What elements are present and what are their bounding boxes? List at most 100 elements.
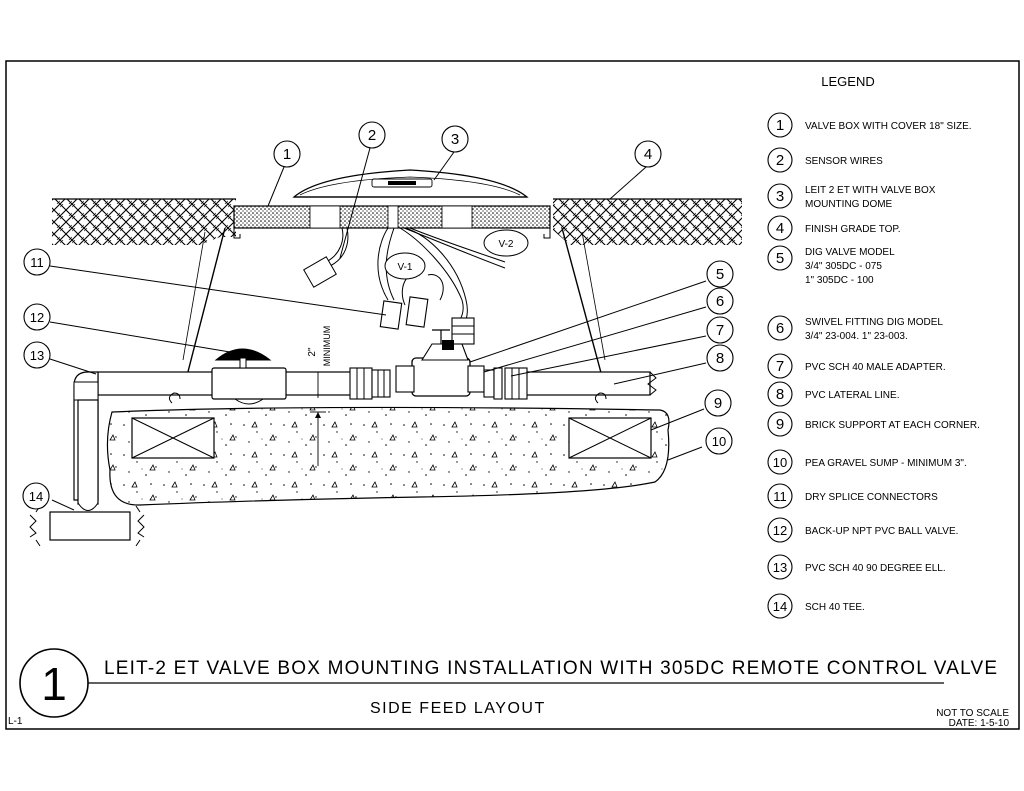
- detail-subtitle: SIDE FEED LAYOUT: [370, 700, 546, 717]
- sch40-tee: [49, 511, 131, 541]
- legend-text: LEIT 2 ET WITH VALVE BOX: [805, 185, 936, 196]
- callout-2-num: 2: [368, 127, 376, 144]
- leader-lines: [49, 147, 707, 511]
- legend-number: 7: [776, 358, 784, 375]
- legend-bubble: [767, 183, 793, 209]
- legend-text: SCH 40 TEE.: [805, 602, 865, 613]
- earth-right: [553, 199, 742, 245]
- legend-item: 2 SENSOR WIRES: [767, 147, 883, 173]
- legend-title: LEGEND: [821, 74, 874, 89]
- legend-text: DIG VALVE MODEL: [805, 247, 895, 258]
- legend-text: 1" 305DC - 100: [805, 275, 874, 286]
- v2-label: V-2: [498, 239, 513, 250]
- legend-text: PVC SCH 40 MALE ADAPTER.: [805, 362, 946, 373]
- callout-6-num: 6: [716, 293, 724, 310]
- sheet-border: [5, 60, 1020, 730]
- date-note: DATE: 1-5-10: [949, 718, 1010, 729]
- callout-4: 4: [634, 140, 662, 168]
- callout-9-num: 9: [714, 395, 722, 412]
- legend-bubble: [767, 245, 793, 271]
- splice-connector-b: [405, 296, 429, 328]
- legend-text: MOUNTING DOME: [805, 199, 893, 210]
- legend-bubble: [767, 593, 793, 619]
- callout-10: 10: [705, 427, 733, 455]
- callout-9: 9: [704, 389, 732, 417]
- legend-item: 4 FINISH GRADE TOP.: [767, 215, 901, 241]
- scale-note: NOT TO SCALE: [936, 708, 1009, 719]
- legend-number: 10: [773, 455, 787, 470]
- legend-bubble: [767, 449, 793, 475]
- legend-item: 12 BACK-UP NPT PVC BALL VALVE.: [767, 517, 958, 543]
- legend-text: 3/4" 305DC - 075: [805, 261, 882, 272]
- legend-number: 12: [773, 523, 787, 538]
- legend-number: 8: [776, 386, 784, 403]
- earth-left: [52, 199, 236, 245]
- legend-list: 1 VALVE BOX WITH COVER 18" SIZE. 2 SENSOR W…: [767, 112, 980, 619]
- legend-text: PVC LATERAL LINE.: [805, 390, 899, 401]
- v2-ellipse: [483, 229, 529, 257]
- legend-text: SWIVEL FITTING DIG MODEL: [805, 317, 943, 328]
- callout-bubbles: 1 2 3 4 5 6 7 8 9 10 11 12 13 14: [22, 121, 734, 510]
- legend-item: 1 VALVE BOX WITH COVER 18" SIZE.: [767, 112, 972, 138]
- legend-bubble: [767, 517, 793, 543]
- sheet-number: L-1: [8, 716, 23, 727]
- legend-text: PEA GRAVEL SUMP - MINIMUM 3".: [805, 458, 967, 469]
- callout-1-num: 1: [283, 146, 291, 163]
- legend-text: BACK-UP NPT PVC BALL VALVE.: [805, 526, 958, 537]
- legend-text: SENSOR WIRES: [805, 156, 883, 167]
- ground: [52, 198, 742, 245]
- legend-number: 2: [776, 152, 784, 169]
- legend-number: 3: [776, 188, 784, 205]
- pea-gravel: [106, 406, 670, 506]
- splice-connector-a: [379, 300, 403, 330]
- piping: [29, 317, 657, 547]
- legend-number: 4: [776, 220, 784, 237]
- valve-box: [181, 169, 608, 396]
- legend-bubble: [767, 215, 793, 241]
- legend-text: DRY SPLICE CONNECTORS: [805, 492, 938, 503]
- callout-13: 13: [23, 341, 51, 369]
- callout-7: 7: [706, 316, 734, 344]
- minimum-dimension: 2" MINIMUM: [307, 326, 332, 466]
- legend-number: 11: [773, 489, 787, 504]
- ball-valve-body: [211, 367, 287, 400]
- callout-8-num: 8: [716, 350, 724, 367]
- legend-item: 5 DIG VALVE MODEL 3/4" 305DC - 075 1" 305DC…: [767, 245, 895, 286]
- legend-number: 5: [776, 250, 784, 267]
- dim-value: 2": [307, 347, 318, 357]
- detail-title: LEIT-2 ET VALVE BOX MOUNTING INSTALLATIO…: [104, 658, 998, 679]
- legend-bubble: [767, 554, 793, 580]
- callout-3: 3: [441, 125, 469, 153]
- legend-bubble: [767, 381, 793, 407]
- callout-10-num: 10: [712, 434, 726, 449]
- legend-item: 8 PVC LATERAL LINE.: [767, 381, 899, 407]
- callout-13-num: 13: [30, 348, 44, 363]
- legend-item: 7 PVC SCH 40 MALE ADAPTER.: [767, 353, 946, 379]
- callout-7-num: 7: [716, 322, 724, 339]
- callout-14: 14: [22, 482, 50, 510]
- callout-12: 12: [23, 303, 51, 331]
- legend-text: FINISH GRADE TOP.: [805, 224, 901, 235]
- legend-text: BRICK SUPPORT AT EACH CORNER.: [805, 420, 980, 431]
- legend-bubble: [767, 353, 793, 379]
- legend-number: 1: [776, 117, 784, 134]
- legend-text: VALVE BOX WITH COVER 18" SIZE.: [805, 121, 972, 132]
- legend-item: 10 PEA GRAVEL SUMP - MINIMUM 3".: [767, 449, 967, 475]
- v1-label: V-1: [397, 262, 412, 273]
- legend-text: PVC SCH 40 90 DEGREE ELL.: [805, 563, 946, 574]
- callout-2: 2: [358, 121, 386, 149]
- title-block: 1 LEIT-2 ET VALVE BOX MOUNTING INSTALLAT…: [8, 648, 1010, 729]
- callout-1: 1: [273, 140, 301, 168]
- callout-3-num: 3: [451, 131, 459, 148]
- legend-item: 11 DRY SPLICE CONNECTORS: [767, 483, 938, 509]
- callout-6: 6: [706, 287, 734, 315]
- detail-number: 1: [41, 658, 67, 710]
- gravel-sump: [106, 406, 670, 506]
- callout-14-num: 14: [29, 489, 43, 504]
- v1-ellipse: [384, 252, 426, 280]
- legend-bubble: [767, 483, 793, 509]
